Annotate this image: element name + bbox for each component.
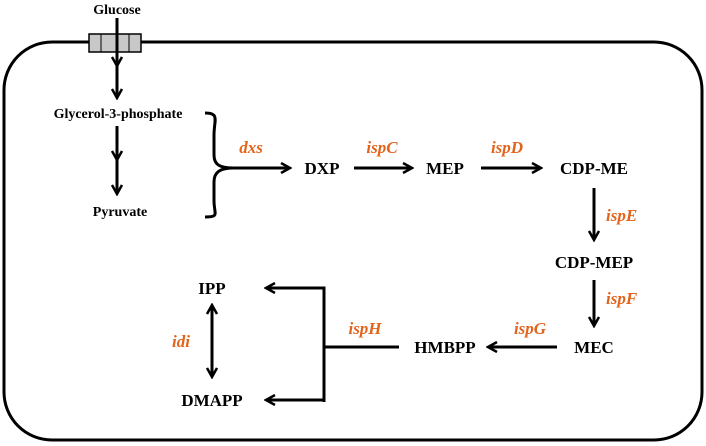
label-cdp-me: CDP-ME <box>560 159 628 178</box>
arrow-ispH-to-ipp <box>266 288 326 402</box>
gene-ispE: ispE <box>606 206 637 225</box>
brace <box>204 111 235 219</box>
label-g3p: Glycerol-3-phosphate <box>54 107 183 122</box>
cell-membrane <box>2 40 704 442</box>
glucose-transporter-icon <box>88 33 142 53</box>
label-cdp-mep: CDP-MEP <box>555 253 633 272</box>
label-dxp: DXP <box>305 159 340 178</box>
gene-dxs: dxs <box>239 138 263 157</box>
gene-ispC: ispC <box>366 138 398 157</box>
gene-ispH: ispH <box>348 319 382 338</box>
gene-ispD: ispD <box>491 138 523 157</box>
label-mec: MEC <box>574 338 614 357</box>
label-dmapp: DMAPP <box>181 391 242 410</box>
label-mep: MEP <box>426 159 464 178</box>
label-ipp: IPP <box>198 279 225 298</box>
gene-ispF: ispF <box>606 289 638 308</box>
gene-ispG: ispG <box>514 319 547 338</box>
label-hmbpp: HMBPP <box>414 338 475 357</box>
label-glucose: Glucose <box>93 3 140 18</box>
gene-idi: idi <box>172 332 190 351</box>
label-pyruvate: Pyruvate <box>93 205 147 220</box>
